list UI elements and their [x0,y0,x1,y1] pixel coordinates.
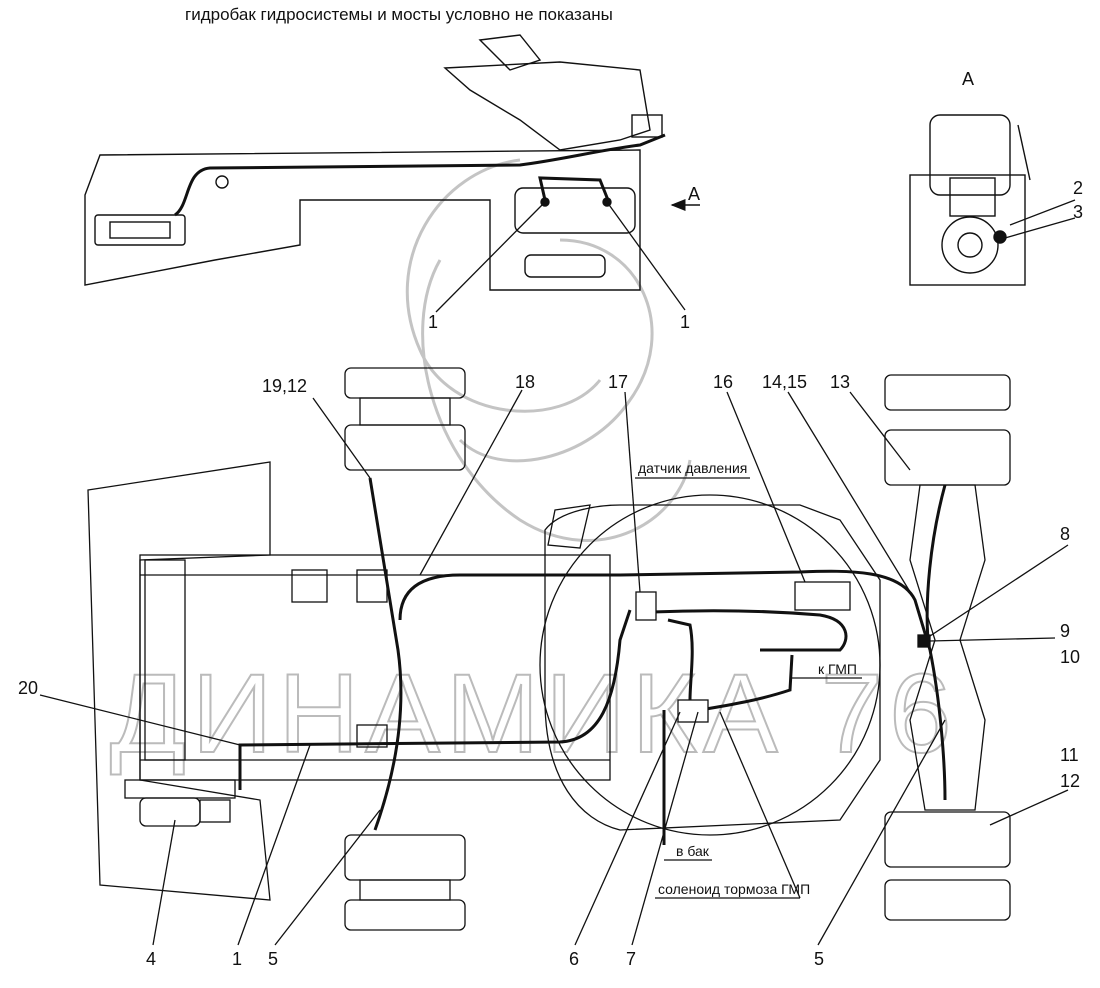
callout-18: 18 [515,372,535,392]
callout-labels: 1 1 2 3 19,12 18 17 16 14,15 13 8 9 10 1… [18,178,1083,969]
side-view [84,34,666,291]
callout-7: 7 [626,949,636,969]
callout-10: 10 [1060,647,1080,667]
callout-12: 12 [1060,771,1080,791]
plan-view [87,367,1011,931]
header-note: гидробак гидросистемы и мосты условно не… [185,5,613,24]
leader-lines [39,199,1076,946]
view-a [909,114,1031,286]
callout-19-12: 19,12 [262,376,307,396]
callout-17: 17 [608,372,628,392]
caption-to-tank: в бак [676,843,710,859]
callout-3: 3 [1073,202,1083,222]
callout-5-left: 5 [268,949,278,969]
view-arrow-label: А [688,184,700,204]
callout-1-right: 1 [680,312,690,332]
watermark-text: ДИНАМИКА 76 [110,651,957,776]
caption-to-gmp: к ГМП [818,661,857,677]
callout-1-left: 1 [428,312,438,332]
callout-5-right: 5 [814,949,824,969]
callout-6: 6 [569,949,579,969]
callout-9: 9 [1060,621,1070,641]
caption-gmp-brake-solenoid: соленоид тормоза ГМП [658,881,810,897]
caption-pressure-sensor: датчик давления [638,460,747,476]
callout-1-bottom: 1 [232,949,242,969]
callout-13: 13 [830,372,850,392]
callout-8: 8 [1060,524,1070,544]
callout-14-15: 14,15 [762,372,807,392]
callout-20: 20 [18,678,38,698]
watermark-logo [405,158,692,542]
view-a-label: А [962,69,974,89]
callout-2: 2 [1073,178,1083,198]
callout-4: 4 [146,949,156,969]
callout-16: 16 [713,372,733,392]
callout-11: 11 [1060,745,1079,765]
